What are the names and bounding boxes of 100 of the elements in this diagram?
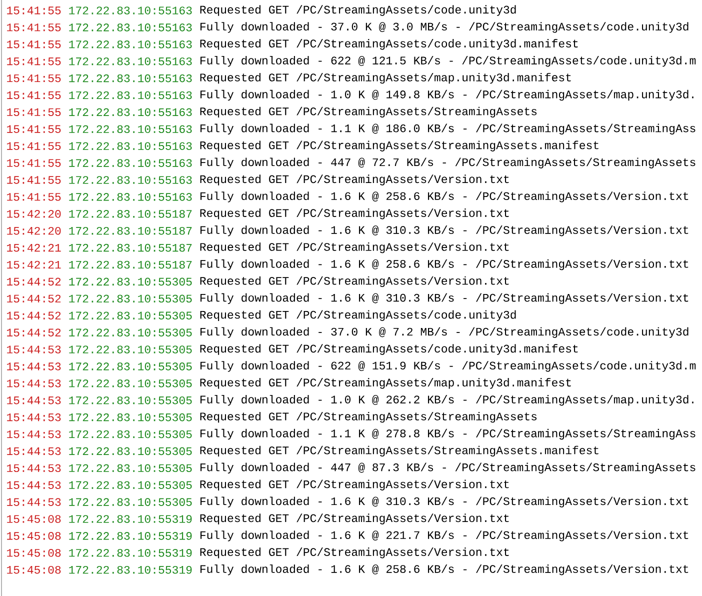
timestamp: 15:41:55 bbox=[7, 159, 61, 167]
timestamp: 15:44:52 bbox=[7, 312, 61, 320]
ip-address: 172.22.83.10:55163 bbox=[69, 176, 192, 184]
ip-address: 172.22.83.10:55305 bbox=[69, 328, 192, 336]
log-message: Fully downloaded - 1.6 K @ 221.7 KB/s - /PC/StreamingAssets/Version.txt bbox=[200, 530, 688, 542]
ip-address: 172.22.83.10:55163 bbox=[69, 6, 192, 14]
log-message: Requested GET /PC/StreamingAssets/code.unity3d.manifest bbox=[200, 344, 578, 355]
timestamp: 15:44:53 bbox=[7, 380, 61, 388]
log-message: Requested GET /PC/StreamingAssets/StreamingAssets bbox=[200, 106, 537, 118]
timestamp: 15:44:53 bbox=[7, 346, 61, 354]
log-message: Fully downloaded - 37.0 K @ 7.2 MB/s - /PC/StreamingAssets/code.unity3d bbox=[200, 327, 688, 338]
timestamp: 15:42:20 bbox=[7, 210, 61, 218]
log-message: Requested GET /PC/StreamingAssets/map.unity3d.manifest bbox=[200, 378, 571, 389]
log-message: Requested GET /PC/StreamingAssets/code.unity3d bbox=[200, 5, 516, 16]
log-message: Fully downloaded - 1.1 K @ 186.0 KB/s - /PC/StreamingAssets/StreamingAss bbox=[200, 124, 696, 134]
log-message: Fully downloaded - 1.6 K @ 310.3 KB/s - /PC/StreamingAssets/Version.txt bbox=[200, 293, 688, 304]
ip-address: 172.22.83.10:55305 bbox=[69, 312, 192, 320]
log-message: Requested GET /PC/StreamingAssets/Version.txt bbox=[200, 208, 509, 220]
ip-address: 172.22.83.10:55163 bbox=[69, 24, 192, 32]
ip-address: 172.22.83.10:55163 bbox=[69, 108, 192, 116]
ip-address: 172.22.83.10:55305 bbox=[69, 380, 192, 388]
log-message: Requested GET /PC/StreamingAssets/Version.txt bbox=[200, 480, 509, 490]
ip-address: 172.22.83.10:55305 bbox=[69, 498, 192, 506]
timestamp: 15:41:55 bbox=[7, 142, 61, 150]
ip-address: 172.22.83.10:55187 bbox=[69, 260, 192, 269]
ip-address: 172.22.83.10:55187 bbox=[69, 244, 192, 252]
ip-address: 172.22.83.10:55163 bbox=[69, 74, 192, 82]
timestamp: 15:42:21 bbox=[7, 244, 61, 252]
timestamp: 15:44:52 bbox=[7, 278, 61, 286]
log-message: Fully downloaded - 1.6 K @ 258.6 KB/s - /PC/StreamingAssets/Version.txt bbox=[200, 564, 688, 576]
timestamp: 15:41:55 bbox=[7, 40, 61, 48]
log-message: Requested GET /PC/StreamingAssets/Version.txt bbox=[200, 242, 509, 254]
log-message: Requested GET /PC/StreamingAssets/StreamingAssets.manifest bbox=[200, 446, 598, 457]
log-message: Fully downloaded - 1.6 K @ 258.6 KB/s - /PC/StreamingAssets/Version.txt bbox=[200, 259, 688, 270]
ip-address: 172.22.83.10:55305 bbox=[69, 278, 192, 286]
timestamp: 15:41:55 bbox=[7, 74, 61, 82]
timestamp: 15:44:52 bbox=[7, 294, 61, 303]
log-message: Requested GET /PC/StreamingAssets/StreamingAssets.manifest bbox=[200, 140, 598, 152]
timestamp: 15:41:55 bbox=[7, 6, 61, 14]
ip-address: 172.22.83.10:55305 bbox=[69, 481, 192, 489]
timestamp: 15:44:53 bbox=[7, 430, 61, 438]
ip-address: 172.22.83.10:55305 bbox=[69, 447, 192, 456]
timestamp: 15:44:52 bbox=[7, 328, 61, 336]
ip-address: 172.22.83.10:55163 bbox=[69, 142, 192, 150]
log-message: Requested GET /PC/StreamingAssets/Version.txt bbox=[200, 514, 509, 524]
timestamp: 15:41:55 bbox=[7, 176, 61, 184]
timestamp: 15:42:20 bbox=[7, 226, 61, 235]
timestamp: 15:45:08 bbox=[7, 532, 61, 540]
timestamp: 15:44:53 bbox=[7, 498, 61, 506]
ip-address: 172.22.83.10:55305 bbox=[69, 294, 192, 303]
log-message: Fully downloaded - 1.6 K @ 310.3 KB/s - /PC/StreamingAssets/Version.txt bbox=[200, 496, 688, 508]
log-message: Requested GET /PC/StreamingAssets/StreamingAssets bbox=[200, 412, 537, 423]
log-message: Fully downloaded - 1.6 K @ 310.3 KB/s - /PC/StreamingAssets/Version.txt bbox=[200, 226, 688, 236]
ip-address: 172.22.83.10:55305 bbox=[69, 464, 192, 472]
timestamp: 15:45:08 bbox=[7, 566, 61, 574]
timestamp: 15:42:21 bbox=[7, 260, 61, 269]
ip-address: 172.22.83.10:55163 bbox=[69, 40, 192, 48]
timestamp: 15:44:53 bbox=[7, 362, 61, 370]
log-message: Requested GET /PC/StreamingAssets/code.unity3d.manifest bbox=[200, 39, 578, 50]
ip-address: 172.22.83.10:55305 bbox=[69, 413, 192, 422]
log-message: Fully downloaded - 37.0 K @ 3.0 MB/s - /PC/StreamingAssets/code.unity3d bbox=[200, 22, 688, 33]
log-message: Fully downloaded - 447 @ 72.7 KB/s - /PC/StreamingAssets/StreamingAssets bbox=[200, 158, 696, 168]
ip-address: 172.22.83.10:55305 bbox=[69, 430, 192, 438]
ip-address: 172.22.83.10:55319 bbox=[69, 515, 192, 523]
ip-address: 172.22.83.10:55163 bbox=[69, 57, 192, 66]
log-message: Fully downloaded - 1.1 K @ 278.8 KB/s - /PC/StreamingAssets/StreamingAss bbox=[200, 428, 696, 440]
log-message: Fully downloaded - 1.0 K @ 262.2 KB/s - /PC/StreamingAssets/map.unity3d. bbox=[200, 395, 694, 406]
timestamp: 15:44:53 bbox=[7, 447, 61, 456]
ip-address: 172.22.83.10:55163 bbox=[69, 159, 192, 167]
ip-address: 172.22.83.10:55163 bbox=[69, 193, 192, 201]
log-message: Fully downloaded - 622 @ 151.9 KB/s - /PC/StreamingAssets/code.unity3d.m bbox=[200, 361, 696, 372]
timestamp: 15:45:08 bbox=[7, 515, 61, 523]
ip-address: 172.22.83.10:55305 bbox=[69, 362, 192, 370]
timestamp: 15:44:53 bbox=[7, 481, 61, 489]
timestamp: 15:44:53 bbox=[7, 396, 61, 404]
timestamp: 15:41:55 bbox=[7, 108, 61, 116]
log-message: Fully downloaded - 447 @ 87.3 KB/s - /PC/StreamingAssets/StreamingAssets bbox=[200, 462, 696, 474]
timestamp: 15:45:08 bbox=[7, 549, 61, 557]
timestamp: 15:41:55 bbox=[7, 125, 61, 133]
ip-address: 172.22.83.10:55319 bbox=[69, 549, 192, 557]
ip-address: 172.22.83.10:55187 bbox=[69, 226, 192, 235]
timestamp: 15:41:55 bbox=[7, 58, 61, 66]
log-message: Requested GET /PC/StreamingAssets/code.unity3d bbox=[200, 310, 516, 321]
ip-address: 172.22.83.10:55187 bbox=[69, 210, 192, 218]
timestamp: 15:44:53 bbox=[7, 464, 61, 472]
ip-address: 172.22.83.10:55319 bbox=[69, 566, 192, 574]
log-message: Requested GET /PC/StreamingAssets/map.unity3d.manifest bbox=[200, 72, 571, 84]
ip-address: 172.22.83.10:55163 bbox=[69, 125, 192, 134]
ip-address: 172.22.83.10:55305 bbox=[69, 346, 192, 354]
log-message: Fully downloaded - 1.0 K @ 149.8 KB/s - /PC/StreamingAssets/map.unity3d. bbox=[200, 90, 694, 101]
timestamp: 15:41:55 bbox=[7, 193, 61, 201]
log-message: Requested GET /PC/StreamingAssets/Version.txt bbox=[200, 276, 509, 288]
log-message: Requested GET /PC/StreamingAssets/Version.txt bbox=[200, 548, 509, 558]
ip-address: 172.22.83.10:55305 bbox=[69, 396, 192, 404]
timestamp: 15:41:55 bbox=[7, 24, 61, 32]
log-message: Fully downloaded - 1.6 K @ 258.6 KB/s - /PC/StreamingAssets/Version.txt bbox=[200, 192, 688, 202]
ip-address: 172.22.83.10:55163 bbox=[69, 91, 192, 100]
ip-address: 172.22.83.10:55319 bbox=[69, 532, 192, 540]
log-message: Requested GET /PC/StreamingAssets/Version.txt bbox=[200, 174, 509, 186]
timestamp: 15:44:53 bbox=[7, 413, 61, 422]
